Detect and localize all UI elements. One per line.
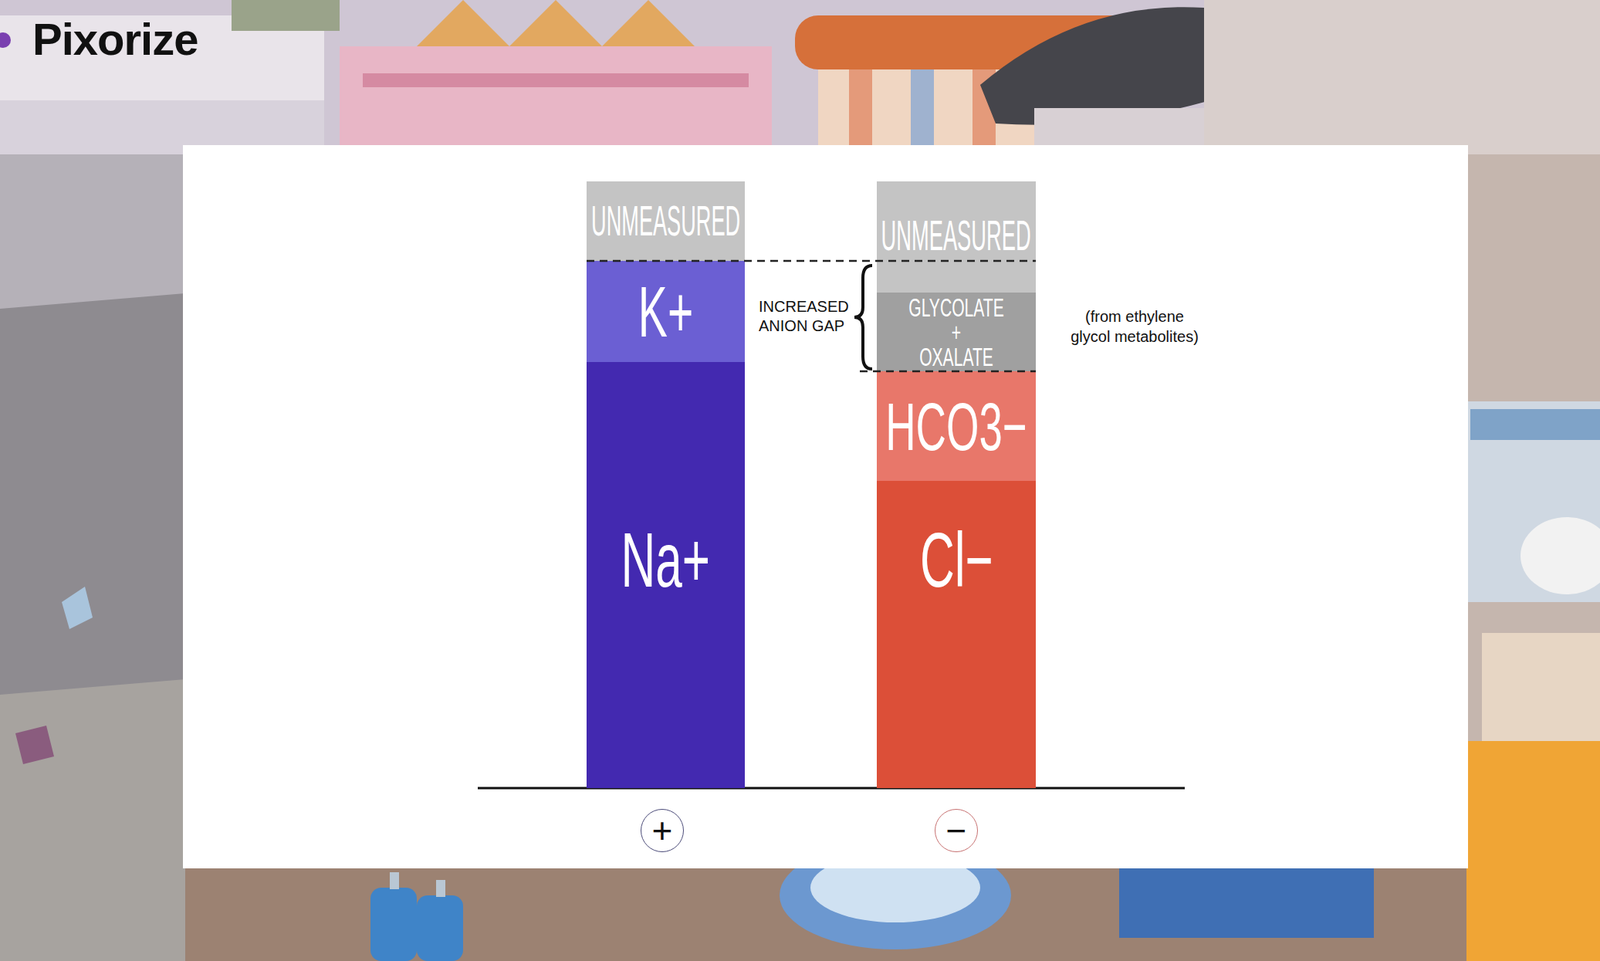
ion-label: K+ <box>638 276 694 348</box>
sodium-segment: Na+ <box>586 361 745 789</box>
bottle <box>370 887 417 961</box>
right-stall <box>1204 0 1600 155</box>
ion-label: Na+ <box>621 520 711 599</box>
pink-stall-trim <box>362 73 749 88</box>
stripe <box>849 69 873 147</box>
ground <box>0 679 186 961</box>
anion-gap-annotation: INCREASED ANION GAP <box>758 297 863 336</box>
pink-stall <box>339 46 772 147</box>
blue-box <box>1119 868 1374 938</box>
unmeasured-cation-segment: UNMEASURED <box>586 181 745 261</box>
white-panel <box>182 145 1469 869</box>
machine-sign <box>1470 409 1600 440</box>
hat <box>980 6 1235 126</box>
ion-label: UNMEASURED <box>591 199 741 243</box>
unmeasured-anion-segment: UNMEASURED <box>876 181 1036 293</box>
bottle-pump <box>389 872 400 890</box>
ion-label: HCO3− <box>885 392 1027 461</box>
foam <box>1481 632 1600 757</box>
ion-label: UNMEASURED <box>881 214 1032 258</box>
bicarbonate-segment: HCO3− <box>876 371 1036 481</box>
tent-tops <box>416 0 695 47</box>
glycolate-oxalate-segment: GLYCOLATE + OXALATE <box>876 292 1036 372</box>
negative-circle: − <box>934 808 978 853</box>
logo-text: Pixorize <box>32 16 198 62</box>
potassium-segment: K+ <box>586 260 745 362</box>
ion-label: Cl− <box>920 520 994 599</box>
bottle <box>416 895 464 961</box>
crystal <box>61 586 93 630</box>
chloride-segment: Cl− <box>876 480 1036 789</box>
positive-circle: + <box>640 808 684 853</box>
polarity-sign: + <box>641 809 684 852</box>
baseline <box>477 787 1185 790</box>
shaved-ice <box>1520 517 1600 595</box>
beer <box>1466 740 1600 961</box>
ion-label: GLYCOLATE + OXALATE <box>899 294 1015 370</box>
stripe <box>910 69 934 147</box>
awning <box>231 0 340 31</box>
logo-dot <box>0 32 11 48</box>
sky <box>0 0 1600 155</box>
crystal <box>15 725 55 765</box>
source-note: (from ethylene glycol metabolites) <box>1065 306 1204 347</box>
bottle-pump <box>436 879 446 897</box>
polarity-sign: − <box>935 809 978 852</box>
brace <box>854 265 873 369</box>
